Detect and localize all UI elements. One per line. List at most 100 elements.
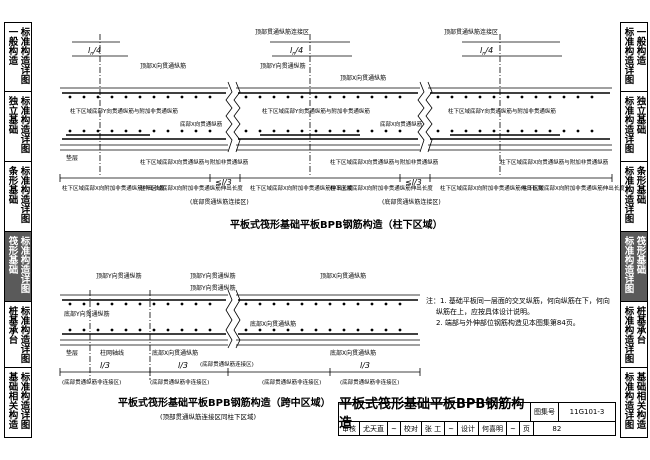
tab-line: 基础相关构造 — [6, 372, 18, 429]
under-label-c2: ≤l/3 — [405, 178, 422, 187]
tab-line: 标准构造详图 — [622, 306, 634, 363]
tab-line: 标准构造详图 — [622, 236, 634, 293]
designer-name: 何喜明 — [479, 422, 507, 435]
right-tab-raft[interactable]: 筏形基础标准构造详图 — [620, 232, 648, 302]
right-chapter-tabs: 一般构造标准构造详图 独立基础标准构造详图 条形基础标准构造详图 筏形基础标准构… — [620, 22, 648, 438]
right-tab-strip[interactable]: 条形基础标准构造详图 — [620, 162, 648, 232]
under-label-b: 柱下区域底部X向附加非贯通纵筋伸出长度 — [140, 184, 243, 192]
bottom-label-d3: 柱下区域底部X向贯通纵筋与附加非贯通纵筋 — [500, 158, 609, 166]
diagram-column-region: 顶部贯通纵筋连接区 顶部贯通纵筋连接区 ln/4 ln/4 ln/4 顶部X向贯… — [59, 28, 625, 231]
dim-c-2: (底部贯通纵筋非连接区) — [340, 378, 399, 386]
top-x-label-2: 顶部X向贯通纵筋 — [340, 74, 386, 82]
axis-label: 柱网轴线 — [100, 349, 124, 357]
top-y-label-b: 顶部Y向贯通纵筋 — [190, 272, 236, 280]
right-tab-general[interactable]: 一般构造标准构造详图 — [620, 22, 648, 92]
under-label-a: 柱下区域底部X向附加非贯通纵筋伸出长度 — [62, 184, 165, 192]
tab-line: 独立基础 — [634, 96, 646, 134]
bottom-label-c2: 柱下区域底部Y向贯通纵筋与附加非贯通纵筋 — [448, 107, 556, 115]
under-label-c: ≤l/3 — [215, 178, 232, 187]
l3-b: l/3 — [178, 361, 188, 370]
diagram2-subcaption: (顶部贯通纵筋连接区同柱下区域) — [160, 412, 256, 421]
tab-line: 一般构造 — [6, 27, 18, 65]
top-y-label: 顶部Y向贯通纵筋 — [260, 62, 306, 70]
top-x-label: 顶部X向贯通纵筋 — [320, 272, 366, 280]
left-tab-general[interactable]: 标准构造详图一般构造 — [4, 22, 32, 92]
dim-ln4: ln/4 — [88, 46, 101, 57]
tab-line: 标准构造详图 — [18, 236, 30, 293]
l3-c: l/3 — [360, 361, 370, 370]
page-label: 页 — [520, 422, 534, 435]
top-connection-label: 顶部贯通纵筋连接区 — [255, 28, 309, 36]
title-block: 平板式筏形基础平板BPB钢筋构造 图集号 11G101-3 审核 尤天直 ~ 校… — [338, 397, 616, 438]
under-label-d: (底部贯通纵筋连接区) — [190, 198, 249, 206]
bottom-x-label-3: 底部X向贯通纵筋 — [330, 349, 376, 357]
diagram2-caption: 平板式筏形基础平板BPB钢筋构造（跨中区域） — [118, 396, 331, 409]
top-x-label: 顶部X向贯通纵筋 — [140, 62, 186, 70]
dim-c: (底部贯通纵筋非连接区) — [150, 378, 209, 386]
tab-line: 标准构造详图 — [622, 27, 634, 84]
left-tab-isolated[interactable]: 标准构造详图独立基础 — [4, 92, 32, 162]
check-label: 校对 — [401, 422, 422, 435]
left-tab-raft[interactable]: 标准构造详图筏形基础 — [4, 232, 32, 302]
tab-line: 标准构造详图 — [622, 166, 634, 223]
tab-line: 标准构造详图 — [18, 96, 30, 153]
bottom-x-label-2: 底部X向贯通纵筋 — [152, 349, 198, 357]
bottom-label-c: 柱下区域底部Y向贯通纵筋与附加非贯通纵筋 — [262, 107, 370, 115]
under-label-b5: 柱下区域底部X向附加非贯通纵筋伸出长度 — [522, 184, 625, 192]
top-y-label-a: 顶部Y向贯通纵筋 — [96, 272, 142, 280]
bottom-x-label: 底部X向贯通纵筋 — [250, 320, 296, 328]
tab-line: 基础相关构造 — [634, 372, 646, 429]
left-tab-pile-cap[interactable]: 标准构造详图桩基承台 — [4, 302, 32, 368]
bottom-label-b2: 底部X向贯通纵筋 — [380, 120, 423, 128]
tab-line: 筏形基础 — [6, 236, 18, 274]
diagram-midspan-region: 顶部Y向贯通纵筋 顶部Y向贯通纵筋 顶部X向贯通纵筋 顶部Y向贯通纵筋 底部Y向… — [59, 272, 421, 421]
tab-line: 独立基础 — [6, 96, 18, 134]
right-tab-related[interactable]: 基础相关构造标准构造详图 — [620, 368, 648, 438]
under-label-d2: (底部贯通纵筋连接区) — [382, 198, 441, 206]
dim-ln4-2: ln/4 — [290, 46, 303, 57]
reviewer-name: 尤天直 — [360, 422, 388, 435]
checker-name: 张 工 — [422, 422, 446, 435]
bottom-label-a: 柱下区域底部Y向贯通纵筋与附加非贯通纵筋 — [70, 107, 178, 115]
atlas-number: 11G101-3 — [569, 408, 605, 416]
tab-line: 标准构造详图 — [622, 96, 634, 153]
tab-line: 桩基承台 — [6, 306, 18, 344]
tab-line: 桩基承台 — [634, 306, 646, 344]
note-2: 2. 端部与外伸部位钢筋构造见本图集第84页。 — [436, 319, 580, 327]
cushion-label: 垫层 — [66, 154, 78, 162]
dim-b-top: (底部贯通纵筋连接区) — [200, 360, 254, 368]
bottom-y-label: 底部Y向贯通纵筋 — [64, 310, 110, 318]
diagram1-caption: 平板式筏形基础平板BPB钢筋构造（柱下区域） — [230, 218, 443, 231]
tab-line: 筏形基础 — [634, 236, 646, 274]
tab-line: 标准构造详图 — [18, 372, 30, 429]
bottom-label-d: 柱下区域底部X向贯通纵筋与附加非贯通纵筋 — [140, 158, 249, 166]
reviewer-signature: ~ — [388, 422, 401, 435]
page-number: 82 — [552, 424, 562, 433]
under-label-b2: 柱下区域底部X向附加非贯通纵筋伸出长度 — [250, 184, 353, 192]
design-label: 设计 — [458, 422, 479, 435]
l3-a: l/3 — [100, 361, 110, 370]
under-label-b3: 柱下区域底部X向附加非贯通纵筋伸出长度 — [330, 184, 433, 192]
left-tab-strip[interactable]: 标准构造详图条形基础 — [4, 162, 32, 232]
under-label-b4: 柱下区域底部X向附加非贯通纵筋伸出长度 — [440, 184, 543, 192]
drawing-title: 平板式筏形基础平板BPB钢筋构造 — [339, 397, 531, 431]
notes-block: 注：1. 基础平板同一层面的交叉纵筋，何向纵筋在下，何向纵筋在上，应按具体设计说… — [426, 296, 616, 329]
tab-line: 标准构造详图 — [18, 166, 30, 223]
dim-a: (底部贯通纵筋非连接区) — [62, 378, 121, 386]
dim-a-2: (底部贯通纵筋非连接区) — [262, 378, 321, 386]
tab-line: 标准构造详图 — [622, 372, 634, 429]
left-chapter-tabs: 标准构造详图一般构造 标准构造详图独立基础 标准构造详图条形基础 标准构造详图筏… — [4, 22, 32, 438]
tab-line: 条形基础 — [634, 166, 646, 204]
cushion-label-2: 垫层 — [66, 349, 78, 357]
right-tab-isolated[interactable]: 独立基础标准构造详图 — [620, 92, 648, 162]
note-1: 注：1. 基础平板同一层面的交叉纵筋，何向纵筋在下，何向纵筋在上，应按具体设计说… — [426, 297, 610, 316]
right-tab-pile-cap[interactable]: 桩基承台标准构造详图 — [620, 302, 648, 368]
review-label: 审核 — [339, 422, 360, 435]
dim-ln4-3: ln/4 — [480, 46, 493, 57]
top-y-label-c: 顶部Y向贯通纵筋 — [190, 284, 236, 292]
bottom-label-d2: 柱下区域底部X向贯通纵筋与附加非贯通纵筋 — [330, 158, 439, 166]
left-tab-related[interactable]: 标准构造详图基础相关构造 — [4, 368, 32, 438]
designer-signature: ~ — [507, 422, 520, 435]
atlas-label: 图集号 — [531, 403, 559, 421]
